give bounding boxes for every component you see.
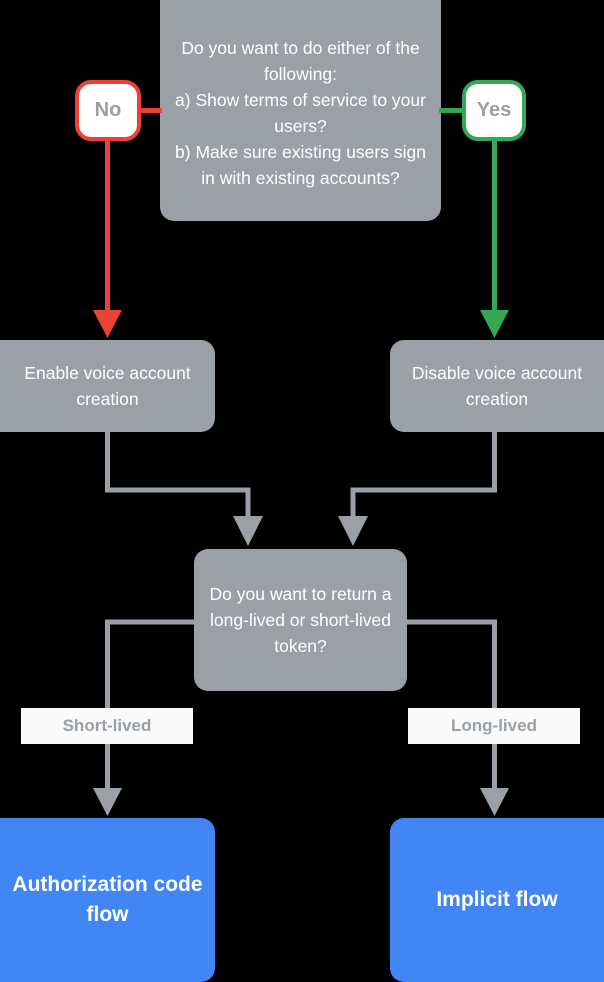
decision-node-terms-or-existing-accounts: Do you want to do either of the followin… [160, 0, 441, 221]
process-node-enable-voice-account-creation-text: Enable voice account creation [24, 363, 191, 409]
terminal-node-authorization-code-flow[interactable]: Authorization code flow [0, 818, 215, 982]
edge-no-to-enable [93, 141, 122, 338]
terminal-node-implicit-flow[interactable]: Implicit flow [390, 818, 604, 982]
process-node-enable-voice-account-creation: Enable voice account creation [0, 340, 215, 432]
edge-label-short-lived[interactable]: Short-lived [21, 708, 193, 744]
edge-label-no[interactable]: No [75, 80, 141, 141]
decision-node-token-lifetime: Do you want to return a long-lived or sh… [194, 549, 407, 691]
decision-node-terms-or-existing-accounts-text: Do you want to do either of the followin… [175, 37, 426, 188]
decision-node-token-lifetime-text: Do you want to return a long-lived or sh… [209, 584, 392, 656]
edge-yes-to-disable [480, 141, 509, 338]
process-node-disable-voice-account-creation-text: Disable voice account creation [411, 363, 583, 409]
terminal-node-implicit-flow-text: Implicit flow [436, 888, 558, 911]
edge-label-yes[interactable]: Yes [462, 80, 526, 141]
edge-disable-to-token [338, 432, 497, 546]
edge-enable-to-token [105, 432, 263, 546]
terminal-node-authorization-code-flow-text: Authorization code flow [12, 873, 203, 926]
process-node-disable-voice-account-creation: Disable voice account creation [390, 340, 604, 432]
edge-label-long-lived[interactable]: Long-lived [408, 708, 580, 744]
